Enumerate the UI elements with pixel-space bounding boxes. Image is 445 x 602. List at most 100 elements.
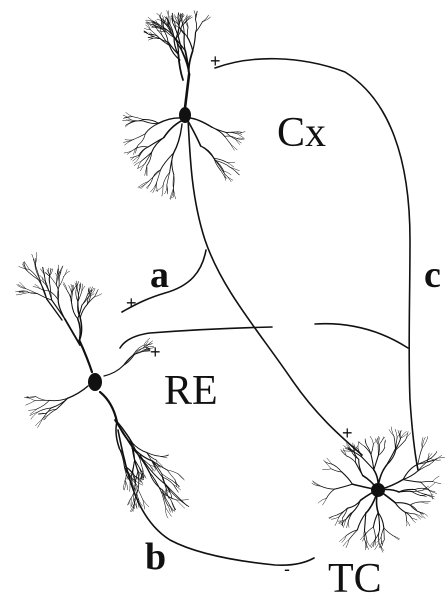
dendrite-branch (384, 528, 393, 536)
dendrite-branch (359, 459, 363, 475)
dendrite-branch (190, 118, 212, 127)
dendrite-branch (166, 485, 187, 506)
dendrite-branch (69, 285, 72, 292)
re-lower-synapse-sign: + (150, 343, 161, 361)
dendrite-branch (16, 293, 25, 295)
dendrite-branch (104, 366, 123, 377)
dendrite-branch (125, 140, 133, 141)
reticular-label: RE (164, 370, 218, 412)
dendrite-branch (343, 508, 348, 518)
dendrite-branch (386, 449, 395, 466)
dendrite-branch (178, 54, 183, 80)
dendrite-branch (152, 138, 164, 153)
dendrite-branch (406, 520, 407, 526)
dendrite-branch (342, 472, 353, 484)
dendrite-branch (26, 401, 35, 406)
dendrite-branch (157, 183, 158, 192)
dendrite-branch (187, 27, 188, 37)
dendrite-branch (125, 140, 134, 146)
dendrite-branch (421, 501, 430, 502)
dendrite-branch (159, 118, 180, 123)
dendrite-branch (72, 291, 73, 303)
dendrite-branch (184, 34, 185, 51)
dendrite-branch (430, 452, 436, 458)
dendrite-branch (329, 515, 337, 518)
dendrite-branch (378, 438, 379, 445)
pathway-c-label: c (424, 256, 441, 294)
thalamocortical-label: TC (328, 558, 382, 600)
dendrite-branch (403, 480, 421, 483)
dendrite-branch (393, 536, 399, 540)
pathway-a-label: a (150, 256, 169, 294)
dendrite-branch (20, 282, 26, 288)
dendrite-branch (403, 464, 418, 479)
dendrite-branch (235, 139, 239, 145)
dendrite-branch (187, 37, 192, 51)
dendrite-branch (170, 153, 174, 173)
dendrite-branch (140, 147, 149, 156)
dendrite-branch (405, 433, 410, 440)
cortex-label: Cx (277, 112, 326, 154)
dendrite-branch (225, 136, 231, 144)
dendrite-branch (79, 340, 92, 372)
dendrite-branch (173, 484, 181, 490)
dendrite-branch (405, 512, 407, 520)
dendrite-branch (132, 117, 143, 120)
dendrite-branch (38, 400, 49, 408)
re-upper-synapse-sign: + (126, 294, 137, 312)
dendrite-branch (323, 460, 332, 464)
dendrite-branch (389, 430, 394, 437)
dendrite-branch (395, 503, 405, 512)
dendrite-branch (335, 484, 353, 489)
dendrite-branch (165, 185, 167, 194)
dendrite-branch (185, 74, 189, 108)
dendrite-branch (148, 17, 154, 22)
dendrite-branch (51, 277, 57, 285)
dendrite-branch (346, 530, 357, 536)
dendrite-branch (394, 436, 395, 448)
dendrite-branch (123, 120, 131, 121)
dendrite-branch (67, 386, 88, 398)
soma (88, 373, 102, 391)
dendrite-branch (201, 146, 216, 160)
dendrite-branch (176, 500, 184, 508)
dendrite-branch (327, 489, 335, 498)
dendrite-branch (358, 449, 363, 458)
dendrite-branch (78, 319, 81, 341)
dendrite-branch (174, 124, 182, 153)
dendrite-branch (374, 538, 376, 547)
dendrite-branch (418, 465, 430, 471)
dendrite-branch (365, 513, 366, 530)
b-synapse-sign: - (284, 560, 290, 578)
dendrite-branch (35, 285, 40, 289)
dendrite-branch (348, 521, 349, 528)
dendrite-branch (36, 397, 49, 401)
dendrite-branch (38, 419, 43, 428)
dendrite-branch (373, 513, 378, 527)
dendrite-branch (123, 115, 131, 120)
tc-synapse-sign: + (342, 424, 353, 442)
dendrite-branch (237, 134, 243, 138)
dendrite-branch (100, 392, 117, 422)
dendrite-branch (134, 161, 142, 166)
cx-synapse-sign: + (210, 52, 221, 70)
dendrite-branch (65, 319, 80, 345)
dendrite-branch (89, 287, 90, 295)
dendrite-branch (227, 162, 234, 167)
dendrite-branch (64, 282, 68, 291)
dendrite-branch (410, 502, 421, 505)
dendrite-branch (58, 278, 59, 287)
dendrite-branch (367, 446, 371, 455)
dendrite-branch (384, 528, 385, 540)
dendrite-branch (235, 139, 241, 143)
dendrite-branch (124, 149, 134, 153)
dendrite-branch (138, 489, 143, 500)
dendrite-branch (126, 112, 132, 116)
dendrite-branch (371, 444, 373, 455)
dendrite-branch (374, 455, 379, 470)
dendrite-branch (365, 527, 373, 535)
dendrite-branch (140, 164, 145, 171)
dendrite-branch (145, 123, 158, 134)
dendrite-branch (323, 469, 332, 470)
